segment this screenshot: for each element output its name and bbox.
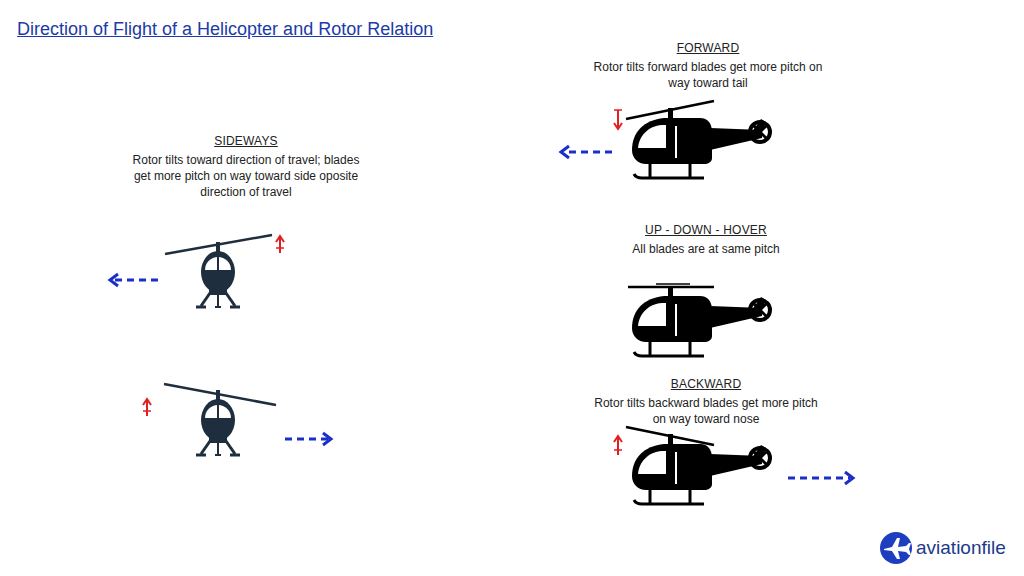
- direction-arrow: [788, 477, 850, 480]
- pitch-arrow: [146, 400, 148, 416]
- direction-arrow: [564, 151, 612, 154]
- hover-helicopter: [656, 283, 690, 285]
- logo-mark: [880, 532, 912, 564]
- section-note: Rotor tilts forward blades get more pitc…: [592, 59, 824, 91]
- sideways-helicopter: [164, 384, 276, 455]
- direction-arrow: [285, 433, 331, 445]
- pitch-arrow: [143, 399, 151, 416]
- pitch-arrow: [143, 399, 151, 405]
- direction-arrow: [110, 274, 118, 286]
- section-heading: SIDEWAYS: [146, 133, 346, 149]
- pitch-arrow: [614, 436, 622, 455]
- sideways-helicopter: [196, 242, 240, 307]
- pitch-arrow: [614, 109, 622, 111]
- sideways-helicopter: [164, 384, 276, 405]
- sideways-helicopter: [196, 390, 240, 455]
- forward-helicopter: [632, 108, 770, 178]
- pitch-arrow: [614, 449, 622, 451]
- forward-helicopter: [626, 101, 714, 119]
- watermark: aviationfile: [916, 537, 1006, 559]
- backward-helicopter: [626, 427, 714, 445]
- pitch-arrow: [617, 110, 619, 128]
- pitch-arrow: [614, 436, 622, 442]
- backward-helicopter: [626, 427, 770, 504]
- direction-arrow: [561, 146, 569, 158]
- direction-arrow: [110, 274, 158, 286]
- hover-helicopter: [628, 286, 714, 289]
- pitch-arrow: [276, 247, 284, 249]
- section-note: Rotor tilts backward blades get more pit…: [591, 395, 821, 427]
- section-note: Rotor tilts toward direction of travel; …: [128, 152, 364, 200]
- section-heading: UP - DOWN - HOVER: [596, 222, 816, 238]
- direction-arrow: [845, 472, 853, 484]
- sideways-helicopter: [165, 235, 272, 254]
- direction-arrow: [285, 438, 328, 441]
- sideways-helicopter: [165, 235, 272, 307]
- direction-arrow: [561, 146, 612, 158]
- hover-helicopter: [628, 284, 770, 356]
- pitch-arrow: [276, 236, 284, 253]
- direction-arrow: [113, 279, 158, 282]
- section-note: All blades are at same pitch: [590, 241, 822, 257]
- backward-helicopter: [632, 434, 770, 504]
- pitch-arrow: [276, 236, 284, 242]
- section-heading: BACKWARD: [606, 376, 806, 392]
- logo-mark: [884, 538, 911, 559]
- direction-arrow: [788, 472, 853, 484]
- pitch-arrow: [617, 437, 619, 455]
- logo-mark: [880, 532, 912, 564]
- pitch-arrow: [614, 123, 622, 129]
- diagram-title: Direction of Flight of a Helicopter and …: [17, 18, 433, 40]
- pitch-arrow: [143, 410, 151, 412]
- pitch-arrow: [279, 237, 281, 253]
- hover-helicopter: [632, 286, 770, 356]
- direction-arrow: [323, 433, 331, 445]
- forward-helicopter: [626, 101, 770, 178]
- section-heading: FORWARD: [608, 40, 808, 56]
- pitch-arrow: [614, 110, 622, 129]
